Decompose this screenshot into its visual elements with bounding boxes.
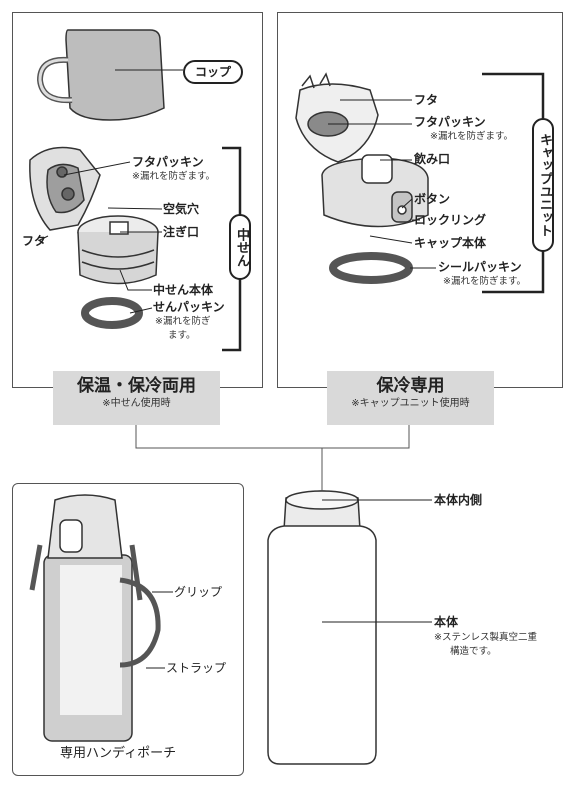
pouch-grip-label: グリップ	[174, 585, 223, 599]
stopper-lid-drawing	[29, 146, 101, 231]
stopper-lid-label: フタ	[22, 234, 47, 248]
stopper-lid-packing-label: フタパッキン	[132, 155, 204, 169]
cap-lid-packing-note: ※漏れを防ぎます。	[430, 131, 514, 142]
stopper-vertical-label: 中せん	[229, 214, 251, 280]
cap-seal-packing-note: ※漏れを防ぎます。	[443, 276, 527, 287]
warm-cold-mode-note: ※中せん使用時	[102, 398, 171, 409]
bottle-body-note: ※ステンレス製真空二重	[434, 632, 537, 643]
stopper-packing-note-2: ます。	[168, 330, 196, 341]
warm-cold-mode-band: 保温・保冷両用 ※中せん使用時	[53, 371, 220, 425]
warm-cold-mode-title: 保温・保冷両用	[77, 376, 196, 396]
cap-unit-vertical-label: キャップユニット	[532, 118, 554, 252]
cap-body-drawing	[321, 154, 429, 284]
cap-seal-packing-label: シールパッキン	[438, 260, 522, 274]
cap-mouth-label: 飲み口	[414, 152, 451, 166]
stopper-spout-label: 注ぎ口	[163, 225, 200, 239]
bottle-body-note-2: 構造です。	[450, 646, 497, 657]
cold-mode-title: 保冷専用	[376, 376, 445, 396]
cap-body-label: キャップ本体	[414, 236, 487, 250]
stopper-body-label: 中せん本体	[153, 283, 214, 297]
pouch-caption: 専用ハンディポーチ	[60, 746, 177, 761]
main-bottle-drawing	[267, 490, 377, 765]
cold-mode-note: ※キャップユニット使用時	[351, 398, 470, 409]
bottle-inner-label: 本体内側	[434, 493, 483, 507]
cap-lock-ring-label: ロックリング	[414, 213, 487, 227]
cold-mode-band: 保冷専用 ※キャップユニット使用時	[327, 371, 494, 425]
stopper-packing-label: せんパッキン	[153, 300, 225, 314]
cap-button-label: ボタン	[414, 192, 451, 206]
mode-connectors	[135, 425, 410, 490]
stopper-body-drawing	[77, 215, 159, 329]
stopper-packing-note: ※漏れを防ぎ	[155, 316, 211, 327]
bottle-body-label: 本体	[434, 615, 459, 629]
cap-lid-drawing	[295, 72, 379, 163]
cap-lid-packing-label: フタパッキン	[414, 115, 486, 129]
stopper-lid-packing-note: ※漏れを防ぎます。	[132, 171, 216, 182]
cup-drawing	[36, 29, 165, 121]
leader-lines	[39, 69, 436, 669]
pouch-strap-label: ストラップ	[166, 661, 227, 675]
cup-label: コップ	[183, 60, 244, 84]
cap-lid-label: フタ	[414, 93, 439, 107]
pouch-bottle-drawing	[29, 494, 161, 742]
stopper-air-hole-label: 空気穴	[163, 202, 200, 216]
